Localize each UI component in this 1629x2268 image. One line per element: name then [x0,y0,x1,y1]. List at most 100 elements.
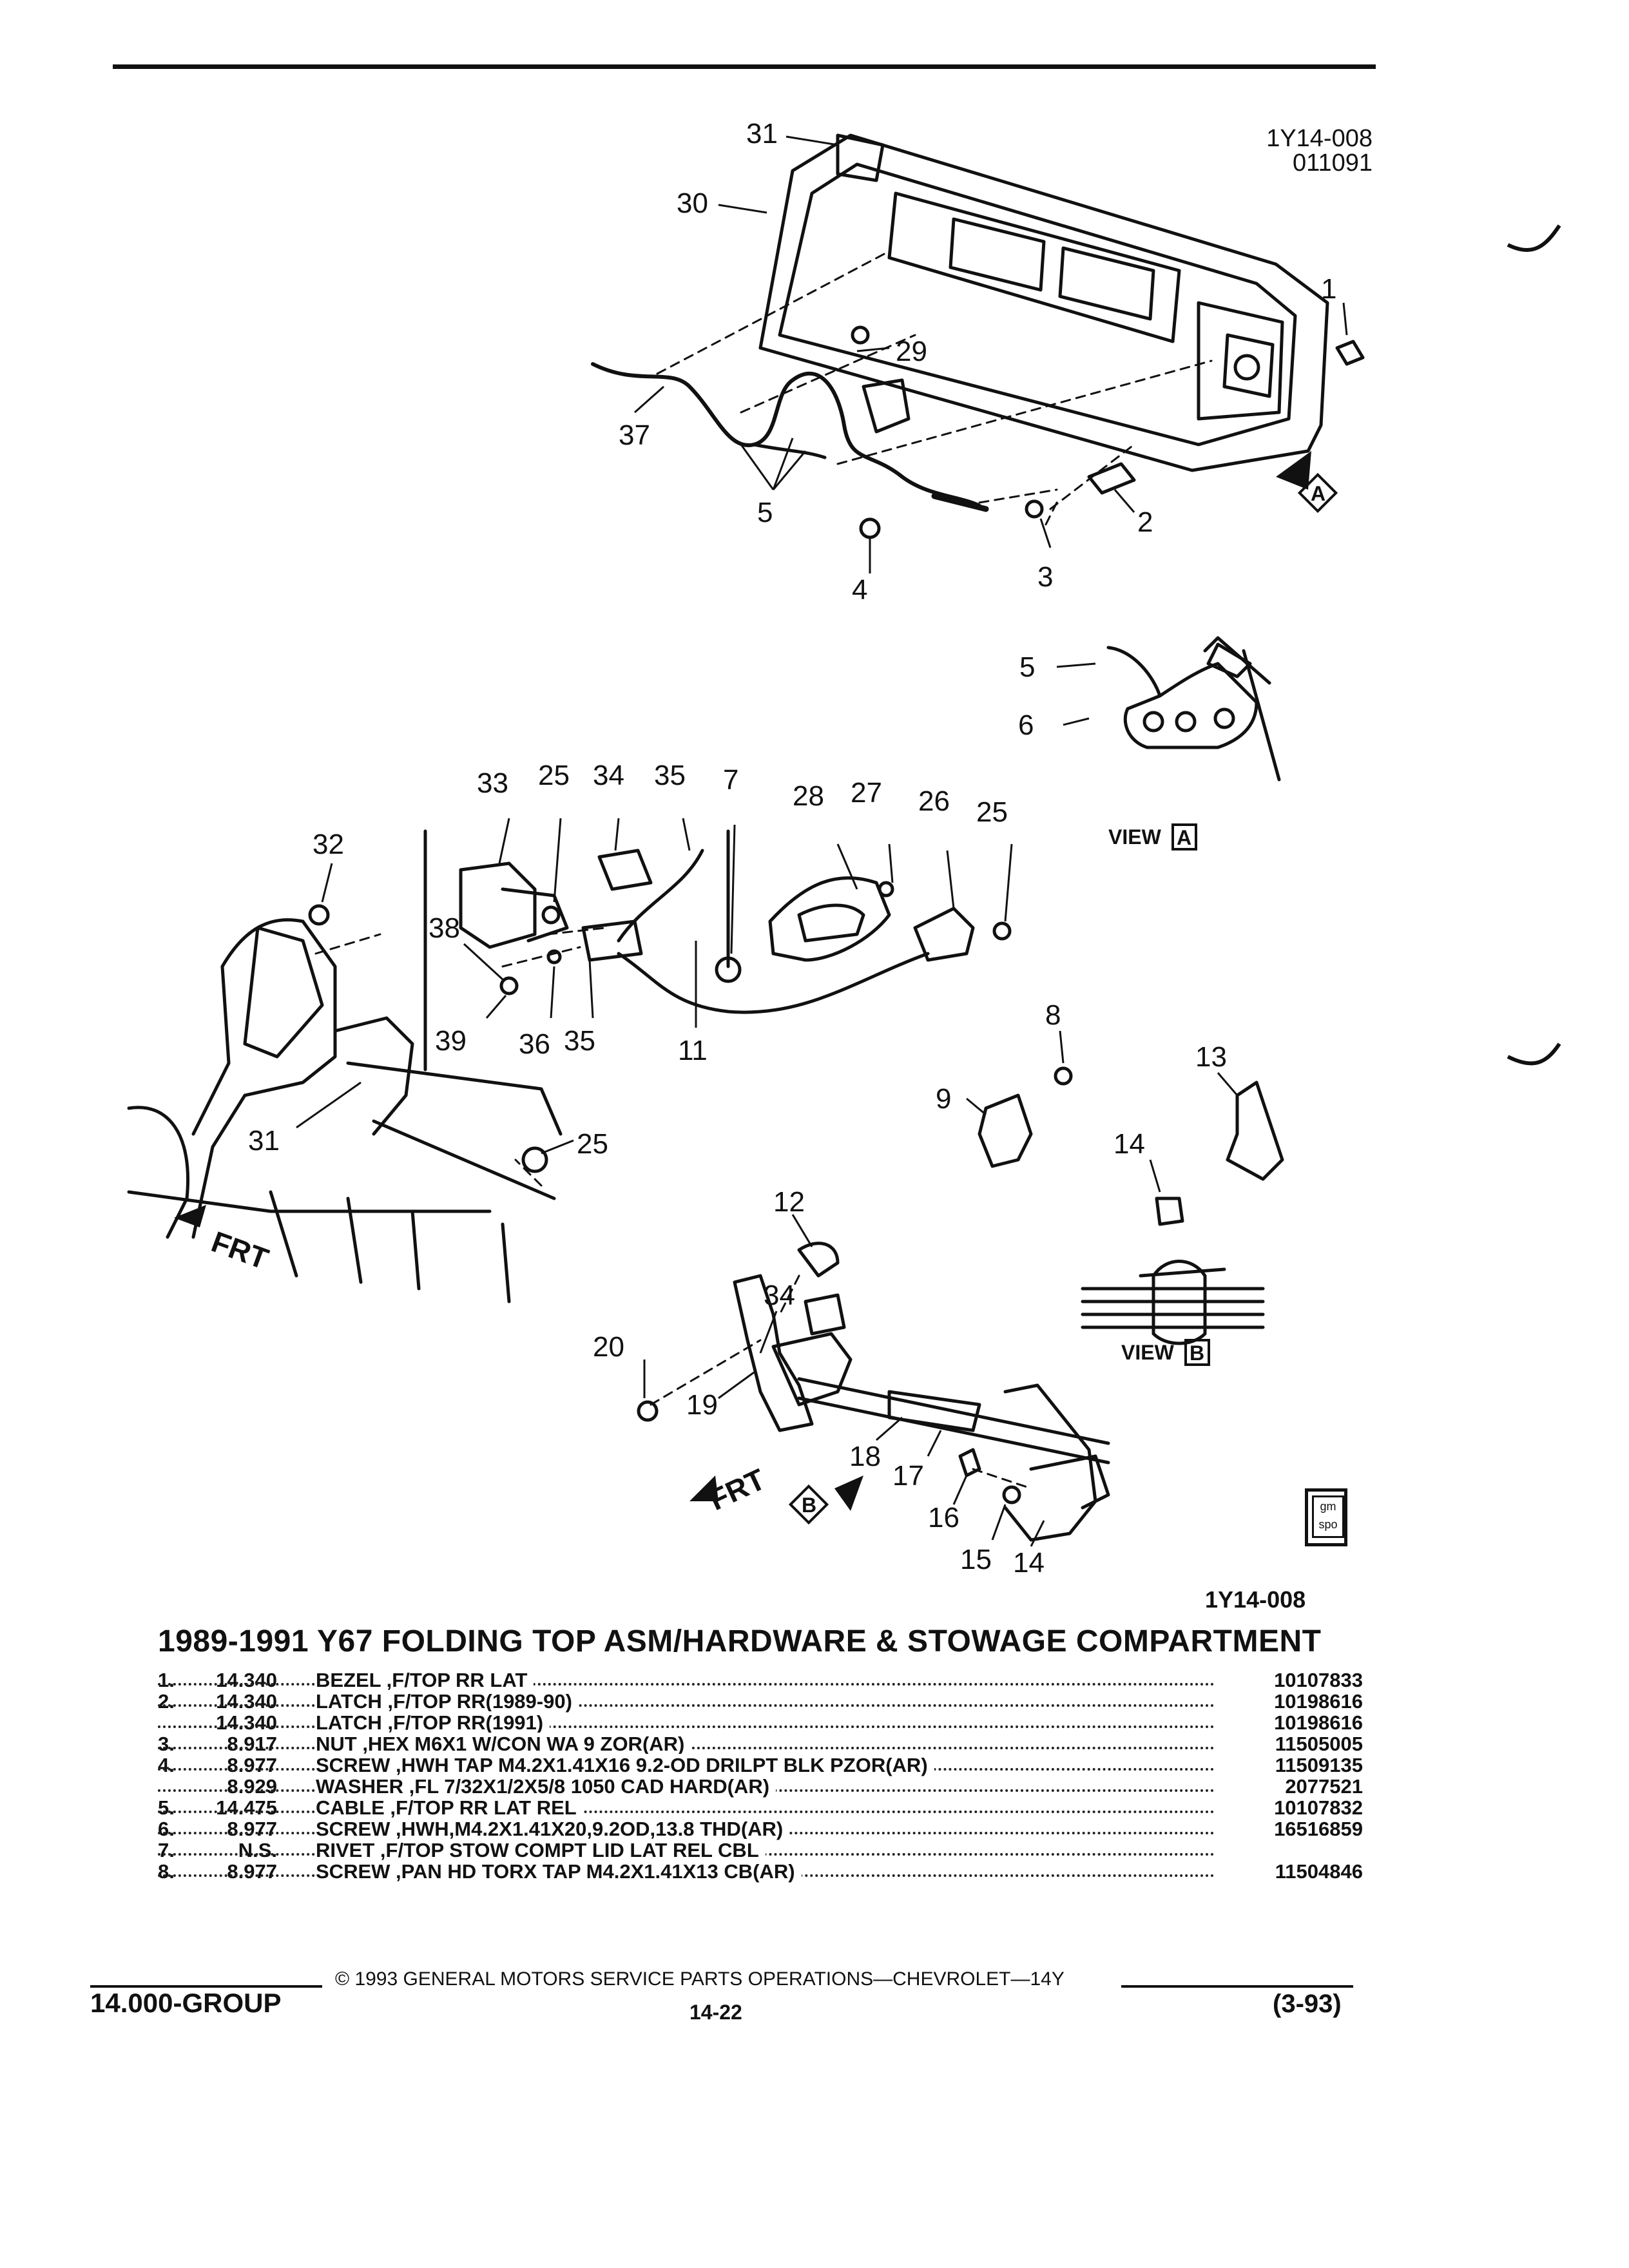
gm-spo-logo: gm spo [1305,1488,1347,1546]
parts-row: 14.340 LATCH ,F/TOP RR(1991) 10198616 [158,1711,1363,1735]
part-number: 10107833 [1221,1669,1363,1692]
frt-text-upper: FRT [207,1225,273,1276]
footer-rule-left [90,1985,322,1988]
callout-26: 31 [248,1125,280,1157]
group-number: 8.929 [227,1775,277,1798]
item-number: 5. [158,1796,175,1819]
figure-code: 1Y14-008 [1266,125,1373,152]
group-number: 14.340 [216,1711,277,1734]
arrow-a-letter: A [1311,482,1325,505]
callout-19: 19 [686,1389,718,1421]
parts-row: 6. 8.977 SCREW ,HWH,M4.2X1.41X20,9.2OD,1… [158,1818,1363,1841]
callout-9: 9 [936,1083,951,1115]
group-number: 14.475 [216,1796,277,1819]
parts-row: 8.929 WASHER ,FL 7/32X1/2X5/8 1050 CAD H… [158,1775,1363,1798]
callout-25b: 25 [577,1128,608,1160]
callout-24: 28 [793,780,824,812]
callout-32: 30 [677,187,708,219]
parts-row: 5. 14.475 CABLE ,F/TOP RR LAT REL 101078… [158,1796,1363,1820]
figure-date: 011091 [1293,149,1373,177]
part-description: SCREW ,HWH TAP M4.2X1.41X16 9.2-OD DRILP… [316,1754,934,1776]
parts-row: 2. 14.340 LATCH ,F/TOP RR(1989-90) 10198… [158,1690,1363,1713]
callout-29: 34 [593,760,624,791]
bracket-28 [459,861,537,949]
callout-25: 25 [538,760,570,791]
item-number: 2. [158,1690,175,1713]
parts-row: 1. 14.340 BEZEL ,F/TOP RR LAT 10107833 [158,1669,1363,1692]
footer-date: (3-93) [1273,1990,1342,2018]
group-number: 8.977 [227,1818,277,1840]
part-number: 10107832 [1221,1796,1363,1820]
front-arrow-upper: FRT [174,1205,273,1276]
callout-33: 31 [746,118,778,149]
callout-38: 36 [519,1028,550,1060]
group-number: 14.340 [216,1690,277,1713]
part-11 [797,1242,840,1278]
group-number: 14.340 [216,1669,277,1691]
callout-18: 18 [849,1441,881,1472]
callout-8: 8 [1045,999,1061,1031]
frt-text-lower: FRT [704,1462,770,1517]
parts-row: 4. 8.977 SCREW ,HWH TAP M4.2X1.41X16 9.2… [158,1754,1363,1777]
view-b-text: VIEW [1121,1341,1175,1364]
callout-12: 13 [1195,1041,1227,1073]
part-number: 16516859 [1221,1818,1363,1841]
part-number: 11505005 [1221,1733,1363,1756]
leader-dots [158,1811,1215,1813]
callout-17: 17 [892,1460,924,1492]
footer-rule-right [1121,1985,1353,1988]
group-number: 8.977 [227,1754,277,1776]
callout-15: 15 [960,1544,992,1575]
view-a-label: VIEW A [1108,823,1197,850]
part-number: 10198616 [1221,1690,1363,1713]
leader-dots [158,1704,1215,1707]
callout-16: 16 [928,1502,959,1533]
callout-4: 4 [852,574,867,606]
callout-36: 38 [429,912,460,944]
item-number: 1. [158,1669,175,1691]
gm-spo-logo-text: gm spo [1312,1495,1344,1538]
part-number: 10198616 [1221,1711,1363,1735]
view-b-letter: B [1190,1341,1204,1365]
part-description: BEZEL ,F/TOP RR LAT [316,1669,534,1691]
callout-14: 14 [1013,1547,1045,1579]
callout-6: 6 [1018,709,1034,741]
arrow-b-letter: B [802,1494,816,1517]
parts-row: 7. N.S. RIVET ,F/TOP STOW COMPT LID LAT … [158,1839,1363,1861]
footer-group-label: 14.000-GROUP [90,1988,282,2018]
bracket-12 [1226,1081,1284,1181]
callout-27: 32 [313,829,344,860]
callout-3: 3 [1037,561,1053,593]
callout-5: 5 [757,497,773,528]
callout-11: 12 [773,1186,805,1218]
group-number: N.S. [238,1839,277,1861]
callout-7: 7 [723,764,738,796]
item-number: 8. [158,1860,175,1883]
callout-28: 33 [477,767,508,799]
figure-reference-bottom: 1Y14-008 [1205,1586,1306,1613]
view-a-text: VIEW [1108,825,1162,849]
callout-37: 35 [564,1025,595,1057]
part-description: WASHER ,FL 7/32X1/2X5/8 1050 CAD HARD(AR… [316,1775,776,1798]
view-a-latch [1106,646,1258,749]
callout-21: 25 [976,796,1008,828]
cable-10 [617,952,930,1014]
cable-35 [591,362,981,508]
latch-22 [913,907,975,962]
front-arrow-lower: FRT [689,1462,770,1517]
body-structure [191,918,337,1239]
leader-dots [158,1683,1215,1686]
part-description: LATCH ,F/TOP RR(1989-90) [316,1690,579,1713]
parts-list: 1. 14.340 BEZEL ,F/TOP RR LAT 10107833 2… [158,1669,1363,1883]
bezel-window [887,191,1181,343]
hinge-19 [733,1274,814,1432]
top-rule [113,64,1376,69]
callout-10: 11 [678,1035,708,1066]
footer-copyright: © 1993 GENERAL MOTORS SERVICE PARTS OPER… [335,1968,1065,1990]
part-number: 2077521 [1221,1775,1363,1798]
leader-dots [158,1725,1215,1728]
cable-end [931,493,989,512]
hinge-14 [1003,1383,1097,1542]
item-number: 6. [158,1818,175,1840]
group-number: 8.917 [227,1733,277,1755]
